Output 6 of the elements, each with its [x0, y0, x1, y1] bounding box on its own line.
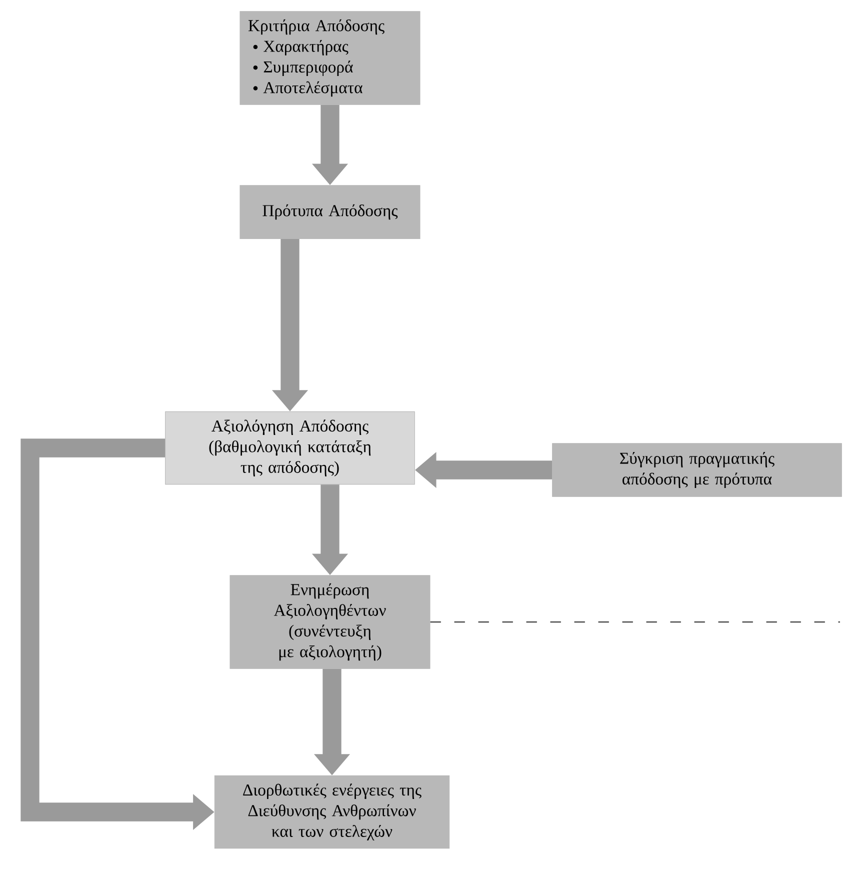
process-box: Ενημέρωση Αξιολογηθέντων (συνέντευξη με αξιολογητή) — [230, 575, 430, 669]
process-box: Αξιολόγηση Απόδοσης (βαθμολογική κατάταξη της απόδοσης) — [165, 411, 415, 485]
process-box: Σύγκριση πραγματικής απόδοσης με πρότυπα — [552, 443, 842, 497]
process-box: Πρότυπα Απόδοσης — [240, 185, 420, 239]
process-box: Κριτήρια Απόδοσης Χαρακτήρας Συμπεριφορά Αποτελέσματα — [240, 11, 420, 105]
process-box: Διορθωτικές ενέργειες της Διεύθυνσης Ανθρωπίνων και των στελεχών — [214, 775, 450, 849]
